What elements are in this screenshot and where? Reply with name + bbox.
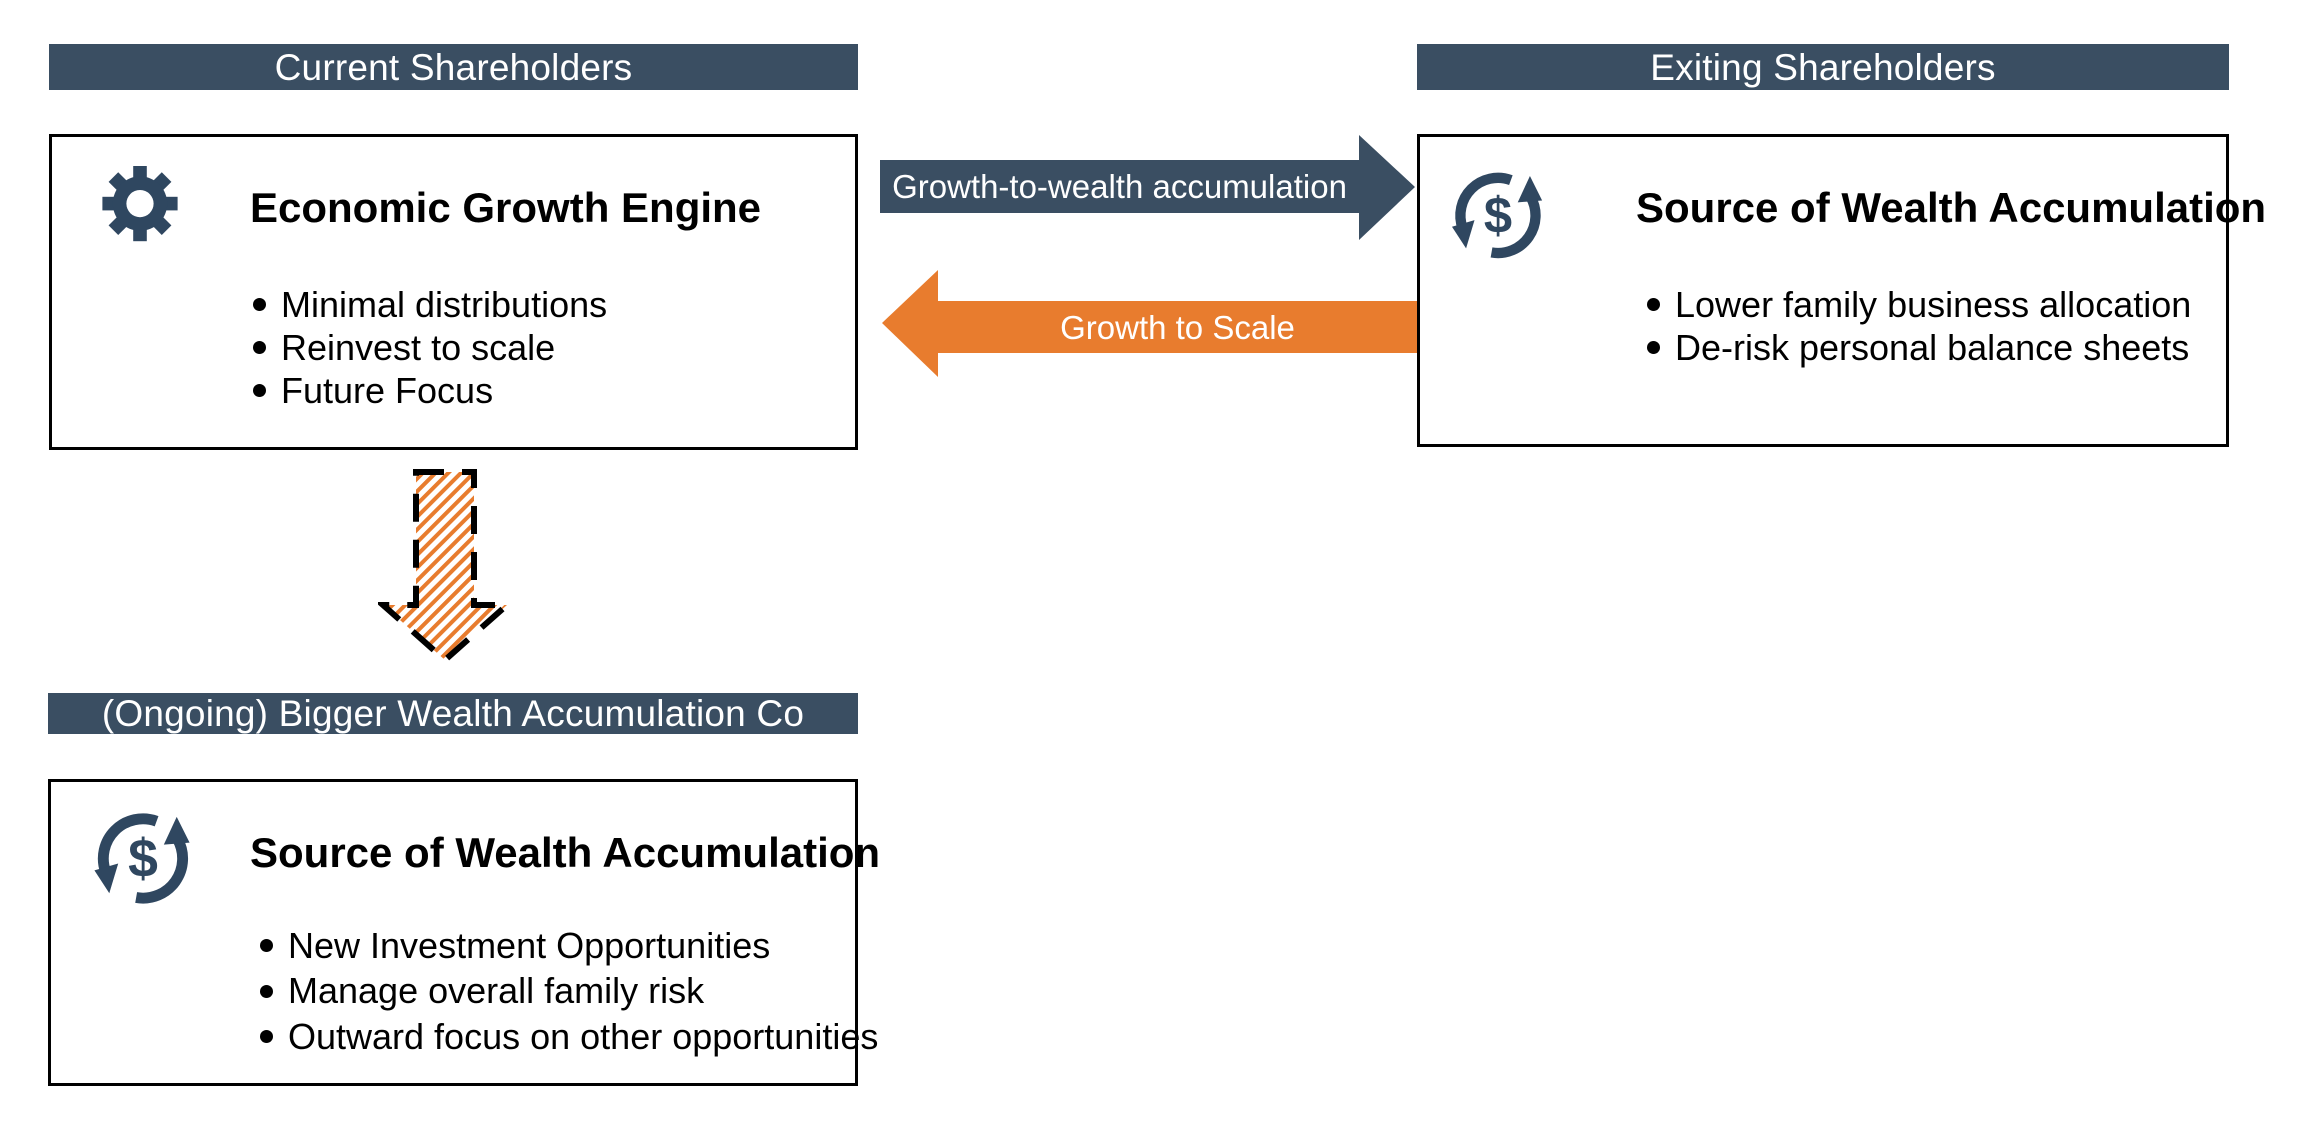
- header-current-shareholders-label: Current Shareholders: [274, 46, 633, 88]
- header-exiting-shareholders: Exiting Shareholders: [1417, 44, 2229, 90]
- bullet-dot: [253, 341, 266, 354]
- bullet-text: Outward focus on other opportunities: [288, 1015, 879, 1057]
- bullet-text: Lower family business allocation: [1675, 283, 2192, 325]
- growth-to-wealth-arrow-label: Growth-to-wealth accumulation: [892, 168, 1347, 205]
- bullet-text: Future Focus: [281, 369, 494, 411]
- header-exiting-shareholders-label: Exiting Shareholders: [1650, 46, 1996, 88]
- bullet-list-wealth-exiting: Lower family business allocation De-risk…: [1647, 283, 2191, 369]
- bullet-dot: [253, 384, 266, 397]
- bullet-list-wealth-ongoing: New Investment Opportunities Manage over…: [260, 923, 878, 1060]
- left-arrow-shape: [882, 270, 1417, 377]
- box-source-of-wealth-exiting: $ Source of Wealth Accumulation Lower fa…: [1417, 134, 2266, 447]
- bullet-text: De-risk personal balance sheets: [1675, 326, 2190, 368]
- money-cycle-icon: $: [93, 801, 193, 915]
- list-item: Reinvest to scale: [253, 326, 607, 369]
- box-title-source-of-wealth-exiting: Source of Wealth Accumulation: [1636, 184, 2267, 231]
- list-item: New Investment Opportunities: [260, 923, 878, 969]
- money-cycle-icon: $: [1451, 161, 1545, 269]
- right-arrow-shape: [880, 135, 1415, 240]
- box-title-source-of-wealth-ongoing: Source of Wealth Accumulation: [250, 829, 881, 876]
- bullet-text: Minimal distributions: [281, 283, 608, 325]
- header-ongoing-bigger-wealth: (Ongoing) Bigger Wealth Accumulation Co: [48, 693, 858, 734]
- list-item: Lower family business allocation: [1647, 283, 2191, 326]
- bullet-text: Reinvest to scale: [281, 326, 556, 368]
- box-title-economic-growth-engine: Economic Growth Engine: [250, 184, 762, 231]
- bullet-dot: [253, 298, 266, 311]
- dollar-symbol: $: [1484, 186, 1512, 243]
- header-ongoing-label: (Ongoing) Bigger Wealth Accumulation Co: [101, 693, 805, 734]
- list-item: Manage overall family risk: [260, 969, 878, 1015]
- bullet-dot: [260, 939, 273, 953]
- dollar-symbol: $: [128, 829, 158, 888]
- list-item: Outward focus on other opportunities: [260, 1014, 878, 1060]
- bullet-dot: [260, 1030, 273, 1044]
- growth-to-scale-arrow-label: Growth to Scale: [1060, 308, 1295, 346]
- down-arrow-dashed-icon: [378, 464, 512, 668]
- bullet-dot: [1647, 298, 1660, 311]
- list-item: Minimal distributions: [253, 283, 607, 326]
- bullet-text: Manage overall family risk: [288, 970, 705, 1012]
- horizontal-arrows: [875, 130, 1425, 390]
- bullet-dot: [260, 984, 273, 998]
- box-source-of-wealth-ongoing: $ Source of Wealth Accumulation New Inve…: [48, 779, 880, 1086]
- bullet-text: New Investment Opportunities: [288, 924, 771, 966]
- list-item: Future Focus: [253, 369, 607, 412]
- bullet-list-growth-engine: Minimal distributions Reinvest to scale …: [253, 283, 607, 412]
- header-current-shareholders: Current Shareholders: [49, 44, 858, 90]
- gear-icon: [100, 158, 180, 246]
- list-item: De-risk personal balance sheets: [1647, 326, 2191, 369]
- box-economic-growth-engine: Economic Growth Engine Minimal distribut…: [49, 134, 858, 450]
- bullet-dot: [1647, 341, 1660, 354]
